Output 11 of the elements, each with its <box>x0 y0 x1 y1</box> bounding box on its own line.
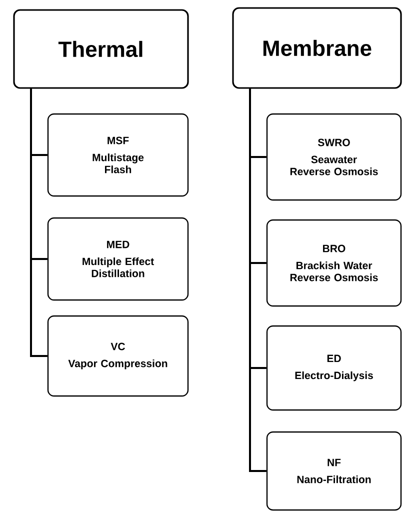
process-box: VC Vapor Compression <box>47 315 189 397</box>
process-box: MED Multiple Effect Distillation <box>47 217 189 301</box>
process-box: MSF Multistage Flash <box>47 113 189 197</box>
connector-line <box>249 88 266 472</box>
category-header-box: Membrane <box>232 7 402 89</box>
process-box: BRO Brackish Water Reverse Osmosis <box>266 219 402 307</box>
process-box: ED Electro-Dialysis <box>266 325 402 411</box>
process-box: NF Nano-Filtration <box>266 431 402 511</box>
process-box: SWRO Seawater Reverse Osmosis <box>266 113 402 201</box>
connector-line <box>30 88 48 357</box>
category-header-box: Thermal <box>13 9 189 89</box>
